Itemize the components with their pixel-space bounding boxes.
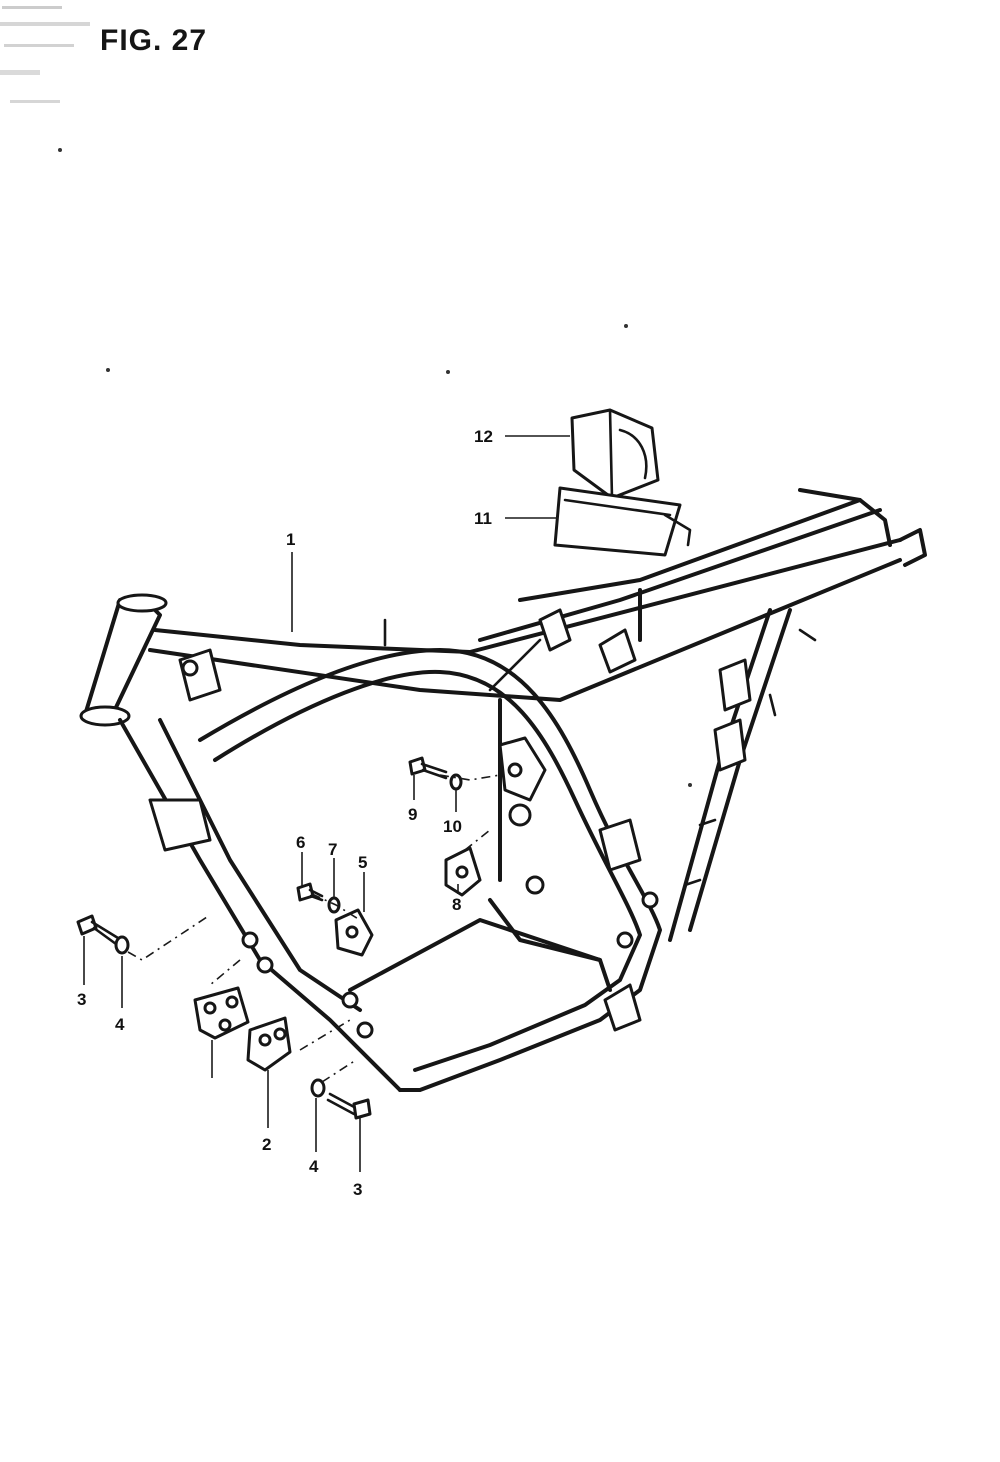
part-8-mount-plate [444,846,482,897]
frame-body [79,488,927,1092]
callout-5: 5 [358,853,367,872]
scan-noise [0,6,692,787]
callout-6: 6 [296,833,305,852]
part-3-bolt-right [326,1092,372,1120]
part-11-battery-tray [553,486,692,557]
callout-8: 8 [452,895,461,914]
part-4-nut-right [310,1078,326,1098]
figure-title: FIG. 27 [100,24,207,57]
callout-9: 9 [408,805,417,824]
callout-4-right: 4 [309,1157,319,1176]
callout-3-left: 3 [77,990,86,1009]
part-engine-mount-plate-left [193,986,250,1040]
callout-labels: 1 2 3 3 4 4 5 6 7 8 9 10 11 12 [77,427,493,1199]
callout-4-left: 4 [115,1015,125,1034]
leader-lines [83,435,570,1172]
part-10-nut [449,773,463,791]
callout-12: 12 [474,427,493,446]
callout-10: 10 [443,817,462,836]
part-4-nut-left [114,935,130,955]
part-12-battery-cover [570,408,660,500]
part-2-engine-mount-plate [246,1016,292,1072]
callout-3-right: 3 [353,1180,362,1199]
callout-1: 1 [286,530,295,549]
callout-11: 11 [474,509,492,528]
part-9-bolt [408,756,448,780]
callout-2: 2 [262,1135,271,1154]
callout-7: 7 [328,840,337,859]
part-5-mount-plate [334,908,374,957]
part-6-bolt [296,882,324,902]
part-3-bolt-left [76,914,120,946]
